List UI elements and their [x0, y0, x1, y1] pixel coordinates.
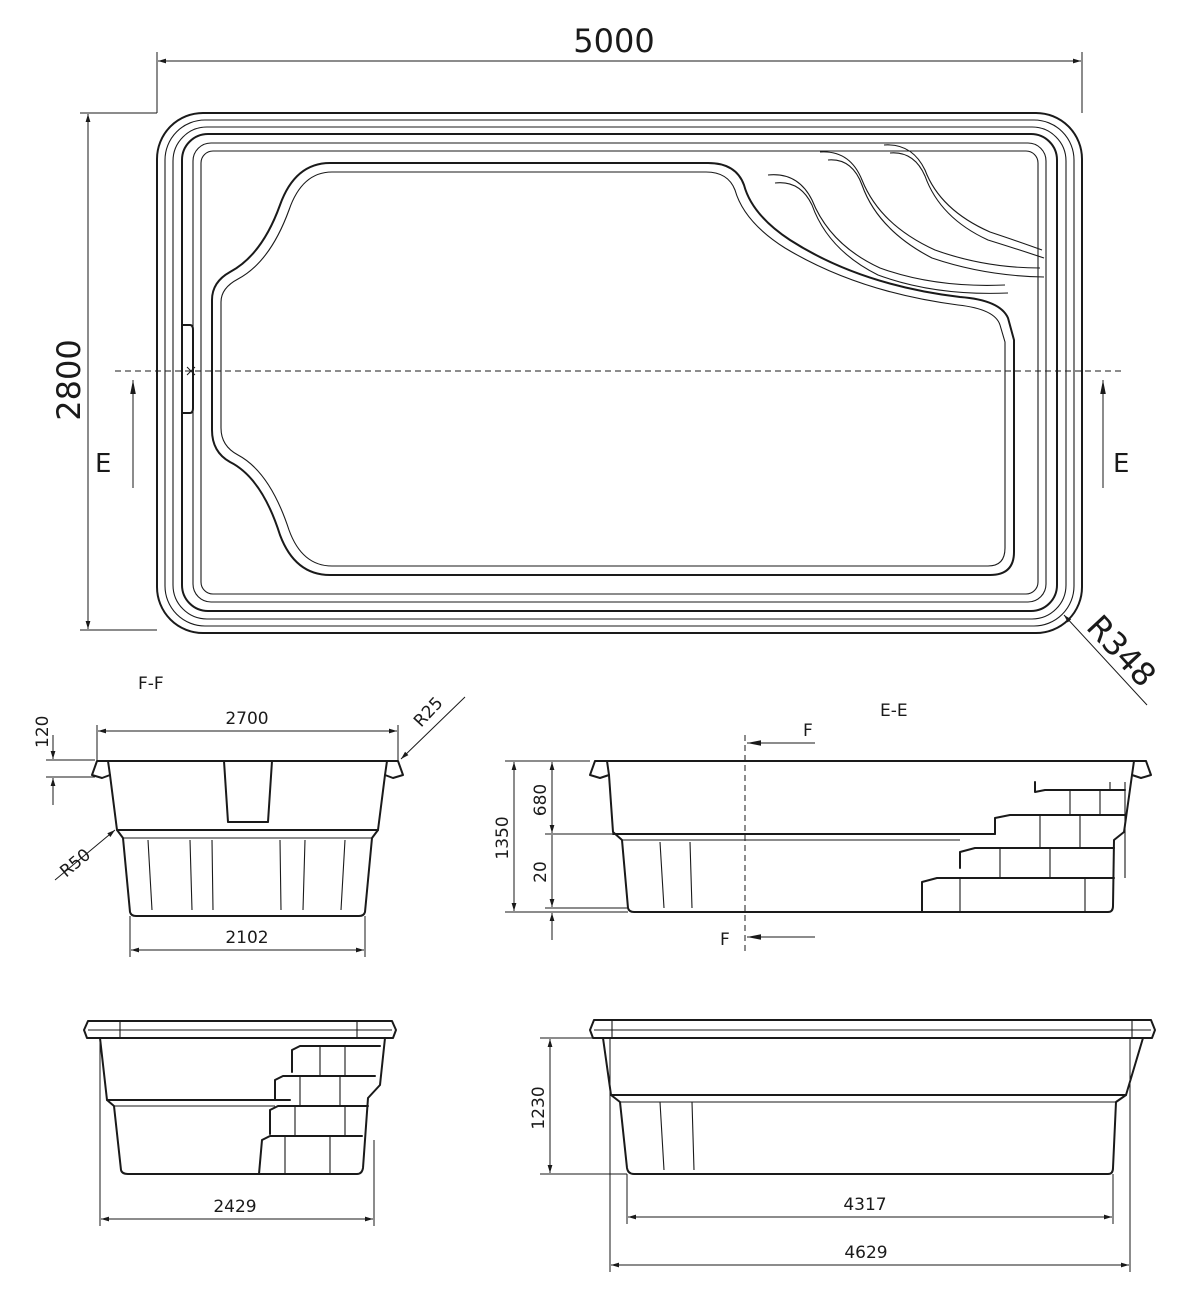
ff-dim-bottom-width-label: 2102 [225, 928, 268, 948]
side-view-long: 1230 4317 4629 [529, 1019, 1156, 1272]
side-short-body [99, 1037, 386, 1175]
side-short-rim [83, 1020, 397, 1039]
ff-r50-leader [54, 829, 116, 881]
pool-floor-outline [211, 162, 1015, 576]
step-curve-1 [767, 174, 1006, 286]
side-long-rim [589, 1019, 1156, 1039]
ee-step-4 [921, 877, 1115, 913]
dim-height-label: 2800 [50, 339, 88, 420]
ff-body [109, 774, 386, 917]
section-ff: F-F 2700 R25 120 R50 2102 [33, 674, 466, 957]
center-mark-b [186, 366, 196, 376]
ee-cut-label-bottom: F [720, 930, 730, 950]
ee-step-3 [959, 847, 1115, 869]
step-curve-3b [889, 152, 1045, 259]
skimmer [182, 324, 194, 414]
pool-floor-inner [220, 171, 1006, 567]
pool-wall-top [192, 142, 1047, 603]
side-long-ribs [659, 1101, 695, 1171]
ff-120-label: 120 [33, 716, 53, 748]
ee-body [608, 774, 1133, 913]
side-long-dim-bottom-label: 4317 [843, 1195, 886, 1215]
radius-leader [1063, 614, 1148, 706]
side-view-short: 2429 [83, 1020, 397, 1226]
ee-step-risers [959, 782, 1126, 912]
ff-rim-right [384, 760, 404, 779]
ee-rim-left [589, 760, 610, 779]
pool-outline-2 [164, 119, 1075, 627]
side-long-body [602, 1037, 1144, 1175]
radius-label: R348 [1079, 608, 1164, 695]
ff-ribs [147, 839, 346, 911]
ff-dim-top-width-label: 2700 [225, 709, 268, 729]
pool-wall-inner [200, 150, 1039, 595]
ff-r25-label: R25 [410, 693, 447, 731]
section-ee-title: E-E [880, 701, 908, 721]
ee-rim-right [1131, 760, 1152, 779]
ee-ribs [659, 841, 693, 909]
section-label-left: E [95, 449, 111, 479]
pool-coping-inner [181, 133, 1058, 612]
section-ee: E-E F F 1350 680 20 [493, 701, 1152, 955]
ff-r25-leader [400, 696, 466, 760]
pool-outline-outer [156, 112, 1083, 634]
step-curve-2b [827, 159, 1045, 278]
dim-width-label: 5000 [573, 22, 654, 60]
pool-outline-3 [172, 126, 1067, 620]
plan-view: E E 5000 2800 R348 [50, 22, 1164, 706]
ee-dim-step-label: 20 [531, 861, 551, 883]
ff-r50-label: R50 [56, 845, 94, 882]
ee-step-1 [1034, 781, 1126, 793]
section-ff-title: F-F [138, 674, 164, 694]
step-curve-3 [883, 144, 1043, 251]
ee-cut-label-top: F [803, 721, 813, 741]
step-curve-1b [774, 182, 1009, 294]
ee-step-2 [994, 814, 1126, 835]
ff-rim-left [91, 760, 111, 779]
ee-dim-total-depth-label: 1350 [493, 816, 513, 859]
side-long-dim-depth-label: 1230 [529, 1086, 549, 1129]
ee-dim-upper-depth-label: 680 [531, 784, 551, 816]
side-long-dim-top-label: 4629 [844, 1243, 887, 1263]
side-short-step-risers [284, 1046, 346, 1174]
step-curve-2 [819, 151, 1041, 269]
side-short-steps [258, 1045, 381, 1175]
section-label-right: E [1113, 449, 1129, 479]
ff-skimmer-niche [223, 760, 273, 823]
side-short-dim-width-label: 2429 [213, 1197, 256, 1217]
